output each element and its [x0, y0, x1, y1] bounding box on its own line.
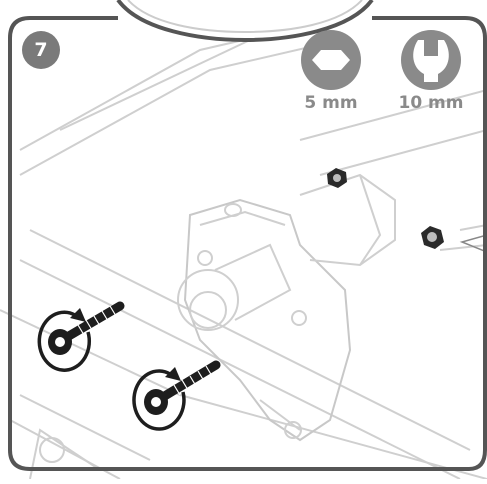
hex-nut-right: [421, 226, 444, 249]
panel-frame: [8, 16, 487, 471]
socket-bolt-upper: [48, 301, 125, 355]
frame-line-art: [0, 19, 487, 480]
hex-key-icon: [301, 30, 361, 90]
rotation-arrow-lower-icon: [132, 367, 186, 431]
hex-nut-upper: [327, 168, 347, 188]
hex-key-size-label: 5 mm: [304, 93, 358, 113]
rotation-arrow-upper-icon: [37, 308, 92, 372]
wrench-icon: [401, 30, 461, 90]
wrench-size-label: 10 mm: [398, 93, 464, 113]
detail-callout-circle: [116, 0, 374, 43]
socket-bolt-lower: [144, 360, 221, 415]
step-number-badge: 7: [22, 31, 60, 69]
